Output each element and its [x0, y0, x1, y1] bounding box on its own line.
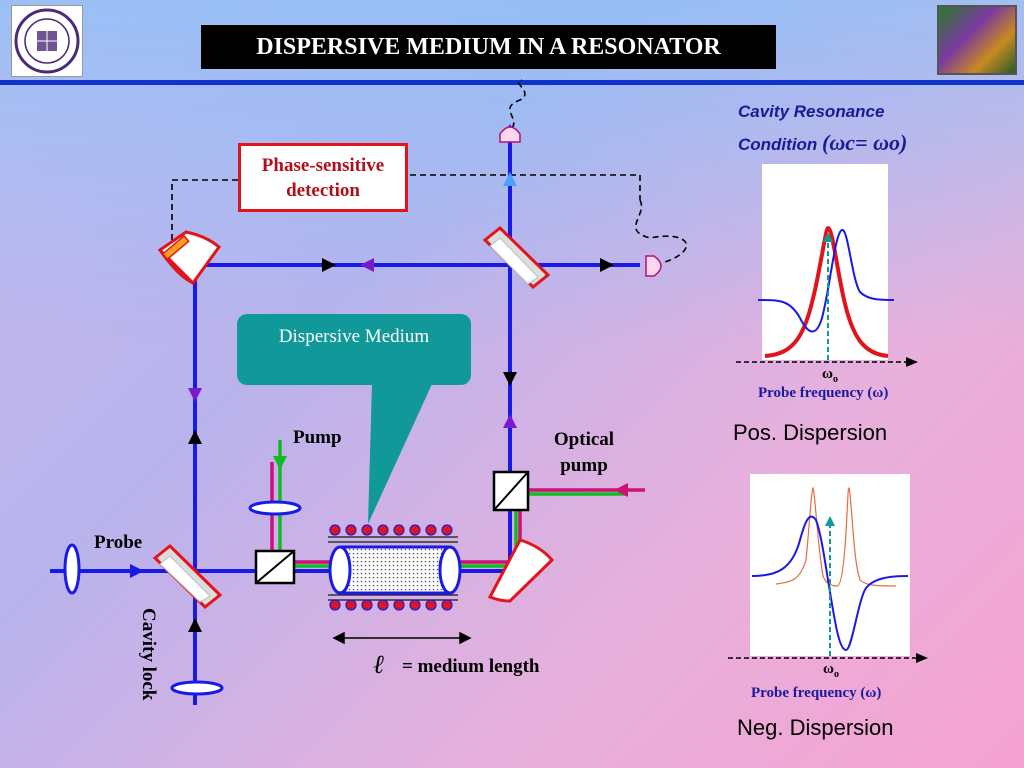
- beam-splitter-right: [492, 470, 530, 512]
- slide-title: DISPERSIVE MEDIUM IN A RESONATOR: [201, 25, 776, 69]
- neg-dispersion-caption: Neg. Dispersion: [737, 715, 894, 740]
- pos-omega: ω: [822, 366, 833, 382]
- ell-symbol: ℓ: [373, 650, 384, 679]
- cavity-resonance-title: Cavity Resonance Condition (ωc= ωo): [738, 96, 907, 160]
- neg-omega-o-label: ωo: [823, 661, 839, 680]
- probe-label: Probe: [94, 532, 143, 553]
- university-seal-logo: [11, 5, 83, 77]
- detection-line2: detection: [286, 179, 360, 201]
- beam-arrows: [130, 124, 628, 632]
- pos-omega-o-label: ωo: [822, 366, 838, 385]
- mirror-top-right: [482, 225, 551, 290]
- optical-pump-label: Optical pump: [548, 427, 620, 479]
- beam-splitter-left: [254, 549, 296, 585]
- mirror-bottom-left: [152, 543, 223, 610]
- cavity-title-line2: Condition: [738, 135, 818, 154]
- resonance-formula: (ωc= ωo): [822, 130, 908, 155]
- neg-xlabel: Probe frequency (ω): [751, 685, 882, 701]
- medium-length-arrow: [332, 631, 472, 645]
- title-underline: [0, 80, 1024, 85]
- dispersive-medium-callout: [237, 314, 471, 524]
- pos-omega-sub: o: [832, 374, 838, 385]
- dispersive-medium-cell: [328, 524, 462, 611]
- neg-omega: ω: [823, 661, 834, 677]
- optical-pump-line2: pump: [560, 455, 608, 476]
- cavity-lock-label: Cavity lock: [137, 608, 159, 700]
- optical-pump-line1: Optical: [553, 429, 615, 450]
- pos-dispersion-plot: [736, 164, 918, 367]
- detectors: [499, 126, 662, 277]
- neg-omega-sub: o: [833, 669, 839, 680]
- pos-xlabel: Probe frequency (ω): [758, 385, 889, 401]
- neg-dispersion-plot: [728, 474, 928, 663]
- cavity-lock-line1: Cavity: [138, 608, 159, 662]
- medium-length-label: = medium length: [402, 656, 540, 677]
- dispersive-medium-label: Dispersive Medium: [278, 326, 430, 347]
- phase-sensitive-detection-box: Phase-sensitive detection: [238, 143, 408, 212]
- mirror-bottom-right: [487, 538, 555, 603]
- pos-dispersion-caption: Pos. Dispersion: [733, 420, 888, 445]
- cavity-title-line1: Cavity Resonance: [738, 102, 885, 121]
- photo-thumbnail: [937, 5, 1017, 75]
- detection-dashed-lines: [171, 79, 688, 263]
- pump-label: Pump: [293, 427, 342, 448]
- cavity-lock-line2: lock: [138, 666, 159, 701]
- detection-line1: Phase-sensitive: [261, 154, 385, 176]
- mirror-top-left: [157, 230, 222, 286]
- lenses: [63, 500, 302, 696]
